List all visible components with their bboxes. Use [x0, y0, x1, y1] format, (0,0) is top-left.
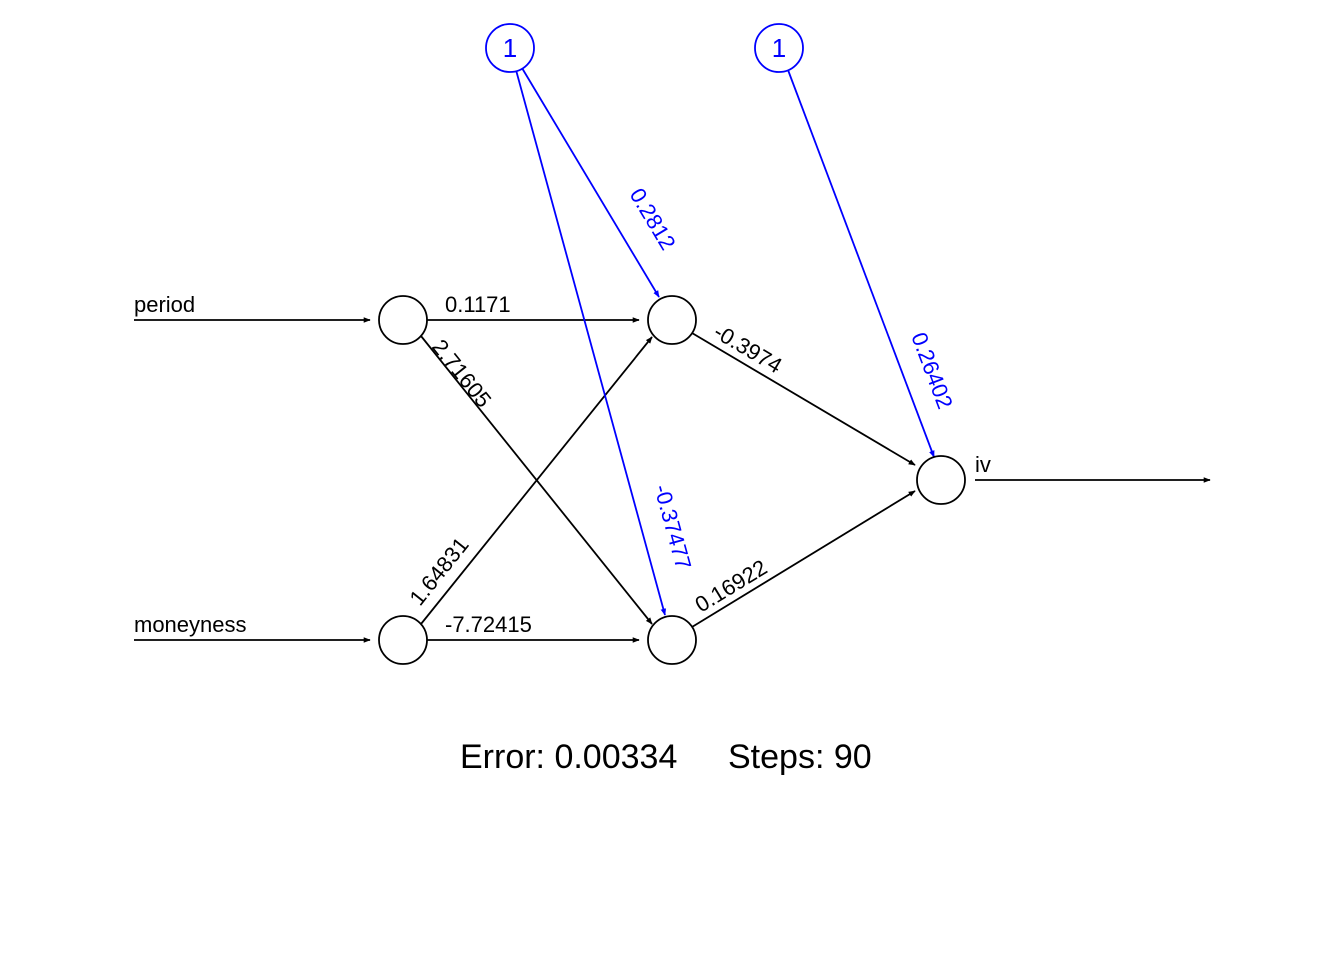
bias-weight-label-b2-output: 0.26402 — [906, 329, 957, 412]
bias-node-2-label: 1 — [772, 33, 786, 63]
bias-edge-b1-h2 — [515, 69, 667, 616]
bias-node-1 — [485, 23, 535, 73]
input-label-period: period — [134, 292, 195, 317]
edge-h1-output — [691, 332, 916, 466]
bias-node-2 — [754, 23, 804, 73]
edge-h2-output — [691, 490, 916, 628]
output-node — [916, 455, 966, 505]
weight-label-moneyness-h2: -7.72415 — [445, 612, 532, 637]
output-label-iv: iv — [975, 452, 991, 477]
weight-label-period-h1: 0.1171 — [445, 292, 511, 317]
bias-node-1-label: 1 — [503, 33, 517, 63]
edge-moneyness-h1 — [420, 336, 653, 625]
input-label-moneyness: moneyness — [134, 612, 247, 637]
hidden-node-1 — [647, 295, 697, 345]
input-node-moneyness — [378, 615, 428, 665]
bias-weight-label-b1-h1: 0.2812 — [625, 184, 681, 255]
bias-edge-b2-output — [787, 69, 935, 458]
hidden-node-2 — [647, 615, 697, 665]
bias-edge-b1-h1 — [521, 67, 660, 298]
steps-label: Steps: 90 — [728, 738, 872, 776]
weight-label-period-h2: 2.71605 — [427, 334, 496, 412]
weight-label-h1-output: -0.3974 — [709, 319, 786, 379]
error-label: Error: 0.00334 — [460, 738, 677, 776]
bias-weight-label-b1-h2: -0.37477 — [649, 482, 696, 572]
input-node-period — [378, 295, 428, 345]
